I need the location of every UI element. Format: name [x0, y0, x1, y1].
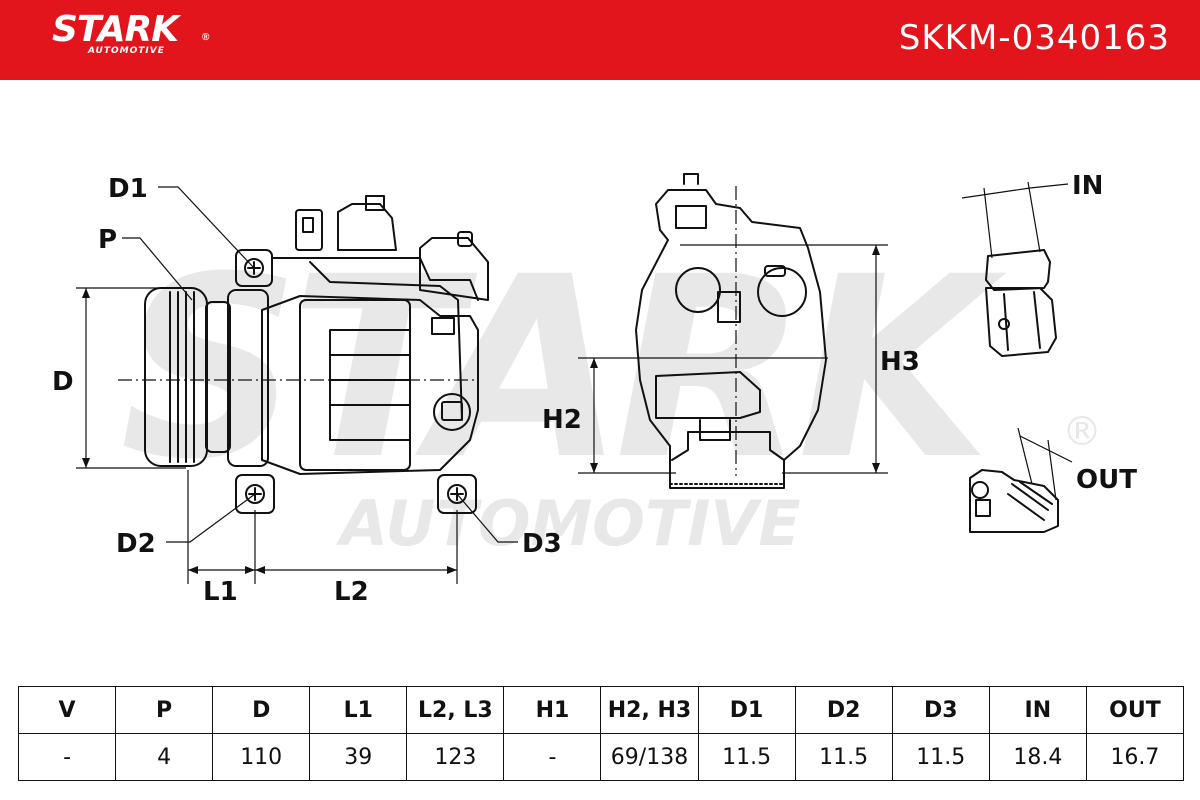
watermark-registered-mark: ® [1062, 409, 1102, 455]
logo-registered-mark: ® [202, 32, 210, 43]
value-l1: 39 [309, 733, 408, 781]
label-out: OUT [1076, 465, 1137, 495]
value-v: - [17, 733, 117, 781]
stark-logo: STARK AUTOMOTIVE ® [52, 9, 209, 57]
value-h1: - [503, 733, 602, 781]
header-in: IN [988, 686, 1087, 734]
compressor-front-view [635, 173, 827, 489]
dimension-arrows [82, 245, 880, 574]
value-d3: 11.5 [891, 733, 990, 781]
header-h1: H1 [503, 686, 602, 734]
header-d: D [212, 686, 311, 734]
spec-header-row: V P D L1 L2, L3 H1 H2, H3 D1 D2 D3 IN OU… [17, 686, 1185, 734]
label-p: P [98, 225, 117, 255]
compressor-drawing: STARK AUTOMOTIVE ® [52, 171, 1137, 607]
label-d2: D2 [116, 529, 156, 559]
label-h2: H2 [542, 405, 582, 435]
value-p: 4 [115, 733, 214, 781]
header-d1: D1 [697, 686, 796, 734]
value-l2-l3: 123 [406, 733, 505, 781]
spec-table: V P D L1 L2, L3 H1 H2, H3 D1 D2 D3 IN OU… [17, 686, 1185, 781]
value-d1: 11.5 [697, 733, 796, 781]
label-d1: D1 [108, 174, 148, 204]
value-out: 16.7 [1085, 733, 1185, 781]
label-l1: L1 [203, 577, 238, 607]
in-fitting [985, 249, 1057, 357]
header-v: V [17, 686, 117, 734]
spec-value-row: - 4 110 39 123 - 69/138 11.5 11.5 11.5 1… [17, 733, 1185, 781]
out-fitting [969, 469, 1059, 533]
watermark: STARK AUTOMOTIVE ® [120, 223, 1102, 560]
header-h2-h3: H2, H3 [600, 686, 699, 734]
header-l2-l3: L2, L3 [406, 686, 505, 734]
front-body [635, 189, 827, 489]
watermark-automotive: AUTOMOTIVE [335, 487, 801, 560]
dimension-lines [76, 181, 1073, 584]
label-l2: L2 [334, 577, 369, 607]
dimension-labels: D1 P D D2 D3 L1 L2 H2 H3 IN OUT [52, 171, 1137, 607]
label-in: IN [1072, 171, 1103, 201]
logo-subtitle: AUTOMOTIVE [88, 46, 165, 56]
value-h2-h3: 69/138 [600, 733, 699, 781]
label-d: D [52, 367, 74, 397]
logo-wordmark: STARK [52, 9, 179, 50]
header-out: OUT [1085, 686, 1185, 734]
part-number: SKKM-0340163 [898, 18, 1170, 58]
value-in: 18.4 [988, 733, 1087, 781]
header-bar: STARK AUTOMOTIVE ® SKKM-0340163 [0, 0, 1200, 80]
header-d2: D2 [794, 686, 893, 734]
header-d3: D3 [891, 686, 990, 734]
label-h3: H3 [880, 347, 920, 377]
label-d3: D3 [522, 529, 562, 559]
header-l1: L1 [309, 686, 408, 734]
value-d: 110 [212, 733, 311, 781]
value-d2: 11.5 [794, 733, 893, 781]
header-p: P [115, 686, 214, 734]
watermark-stark: STARK [120, 223, 1007, 514]
